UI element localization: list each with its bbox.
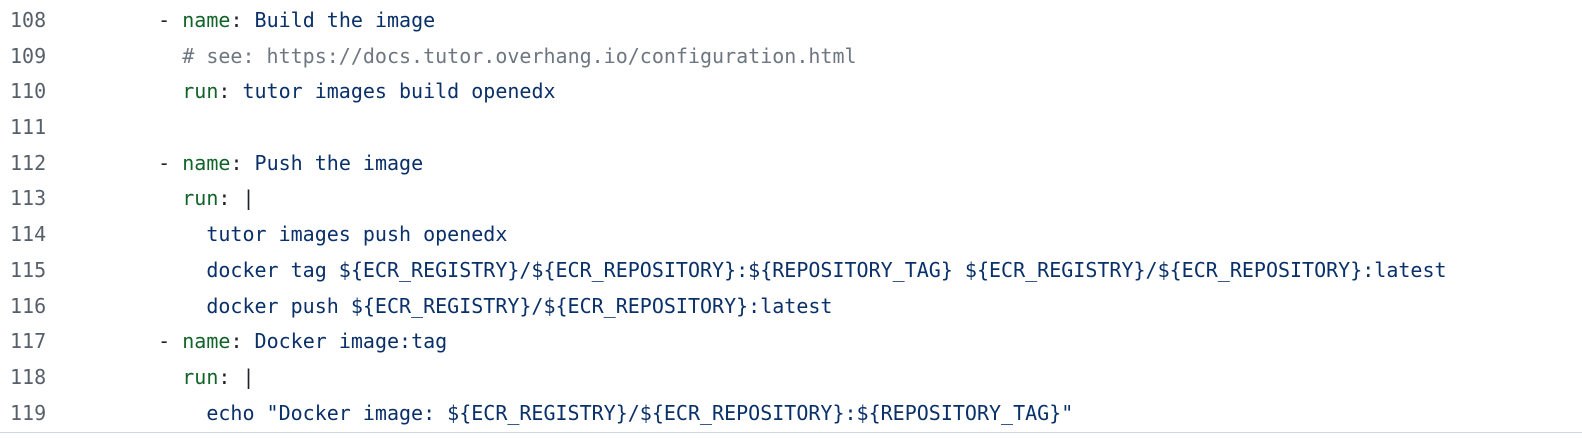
yaml-value: Push the image [254, 150, 424, 175]
bottom-divider [0, 432, 1582, 433]
code-line: 112 - name: Push the image [0, 146, 1582, 182]
block-scalar-indicator: | [242, 364, 255, 389]
key-separator: : [218, 79, 243, 104]
indent [110, 79, 182, 103]
block-scalar-indicator: | [242, 186, 255, 211]
line-number: 118 [10, 364, 47, 389]
line-number: 110 [10, 79, 47, 104]
indent [110, 44, 182, 68]
code-line: 108 - name: Build the image [0, 3, 1582, 39]
code-line: 116 docker push ${ECR_REGISTRY}/${ECR_RE… [0, 289, 1582, 325]
list-dash: - [158, 329, 183, 354]
yaml-key: run [182, 186, 219, 211]
code-line: 115 docker tag ${ECR_REGISTRY}/${ECR_REP… [0, 253, 1582, 289]
key-separator: : [218, 364, 243, 389]
code-line: 113 run: | [0, 181, 1582, 217]
line-number: 111 [10, 115, 47, 140]
key-separator: : [218, 186, 243, 211]
yaml-key: run [182, 79, 219, 104]
code-content[interactable]: run: tutor images build openedx [70, 74, 556, 110]
indent [110, 186, 182, 210]
line-number: 116 [10, 293, 47, 318]
code-content[interactable]: docker push ${ECR_REGISTRY}/${ECR_REPOSI… [70, 289, 832, 325]
code-content[interactable]: run: | [70, 181, 255, 217]
indent [110, 365, 182, 389]
line-number: 109 [10, 43, 47, 68]
yaml-value: tutor images build openedx [242, 79, 556, 104]
code-content[interactable]: tutor images push openedx [70, 217, 507, 253]
indent [110, 329, 158, 353]
key-separator: : [230, 8, 255, 32]
indent [110, 258, 206, 282]
indent [110, 294, 206, 318]
code-line: 109 # see: https://docs.tutor.overhang.i… [0, 39, 1582, 75]
code-content[interactable]: run: | [70, 360, 255, 396]
code-content[interactable]: docker tag ${ECR_REGISTRY}/${ECR_REPOSIT… [70, 253, 1447, 289]
indent [110, 8, 158, 32]
code-content[interactable]: - name: Push the image [70, 146, 423, 182]
list-dash: - [158, 150, 183, 175]
key-separator: : [230, 150, 255, 175]
indent [110, 401, 206, 425]
line-number: 117 [10, 329, 47, 354]
yaml-key: name [182, 8, 231, 32]
code-line: 111 [0, 110, 1582, 146]
script-line: echo "Docker image: ${ECR_REGISTRY}/${EC… [206, 400, 1074, 425]
yaml-key: name [182, 150, 231, 175]
script-line: docker tag ${ECR_REGISTRY}/${ECR_REPOSIT… [206, 257, 1447, 282]
yaml-key: run [182, 364, 219, 389]
yaml-value: Docker image:tag [254, 329, 448, 354]
code-content[interactable]: - name: Docker image:tag [70, 324, 447, 360]
line-number: 113 [10, 186, 47, 211]
script-line: tutor images push openedx [206, 222, 508, 247]
line-number: 119 [10, 400, 47, 425]
yaml-value: Build the image [254, 8, 436, 32]
code-line: 114 tutor images push openedx [0, 217, 1582, 253]
indent [110, 151, 158, 175]
code-line: 119 echo "Docker image: ${ECR_REGISTRY}/… [0, 396, 1582, 432]
yaml-comment: # see: https://docs.tutor.overhang.io/co… [182, 43, 857, 68]
line-number: 108 [10, 8, 47, 32]
indent [110, 222, 206, 246]
line-number: 115 [10, 257, 47, 282]
yaml-key: name [182, 329, 231, 354]
key-separator: : [230, 329, 255, 354]
code-line: 118 run: | [0, 360, 1582, 396]
script-line: docker push ${ECR_REGISTRY}/${ECR_REPOSI… [206, 293, 833, 318]
list-dash: - [158, 8, 183, 32]
line-number: 114 [10, 222, 47, 247]
code-view: 108 - name: Build the image 109 # see: h… [0, 3, 1582, 431]
code-line: 110 run: tutor images build openedx [0, 74, 1582, 110]
code-content[interactable]: # see: https://docs.tutor.overhang.io/co… [70, 39, 857, 75]
line-number: 112 [10, 150, 47, 175]
code-content[interactable]: - name: Build the image [70, 3, 435, 39]
code-line: 117 - name: Docker image:tag [0, 324, 1582, 360]
code-content[interactable]: echo "Docker image: ${ECR_REGISTRY}/${EC… [70, 396, 1073, 432]
